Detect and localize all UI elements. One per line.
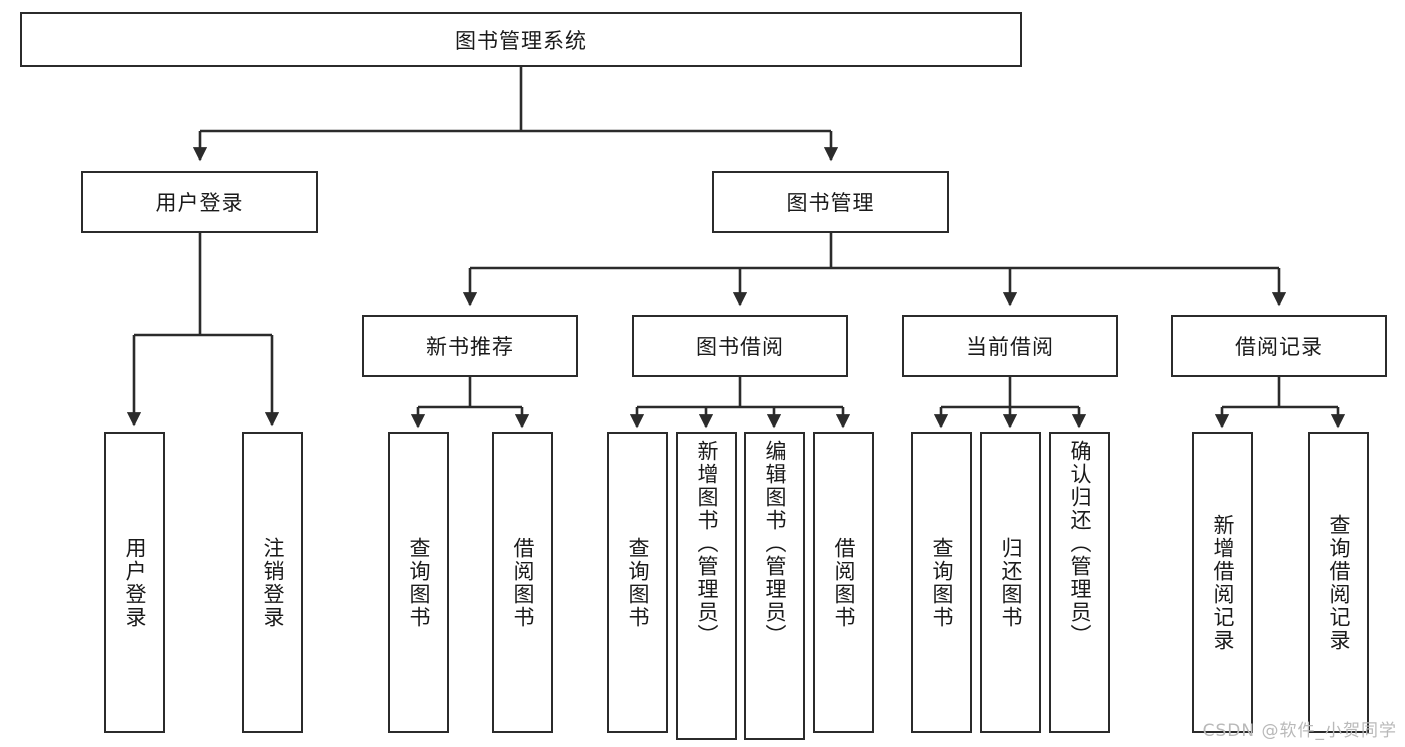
leaf-user-login[interactable]: 用户登录 bbox=[104, 432, 165, 733]
node-borrow-record[interactable]: 借阅记录 bbox=[1171, 315, 1387, 377]
leaf-confirm-return-admin[interactable]: 确认归还（管理员） bbox=[1049, 432, 1110, 733]
node-label: 借阅图书 bbox=[510, 536, 535, 629]
node-label: 当前借阅 bbox=[966, 335, 1054, 359]
node-label: 图书管理系统 bbox=[455, 28, 587, 53]
node-book-management[interactable]: 图书管理 bbox=[712, 171, 949, 233]
leaf-query-borrow-record[interactable]: 查询借阅记录 bbox=[1308, 432, 1369, 733]
node-label: 新书推荐 bbox=[426, 335, 514, 359]
node-label: 查询图书 bbox=[929, 536, 954, 629]
node-current-borrow[interactable]: 当前借阅 bbox=[902, 315, 1118, 377]
node-label: 查询图书 bbox=[406, 536, 431, 629]
node-label: 图书借阅 bbox=[696, 335, 784, 359]
leaf-logout-login[interactable]: 注销登录 bbox=[242, 432, 303, 733]
leaf-return-book[interactable]: 归还图书 bbox=[980, 432, 1041, 733]
node-label: 确认归还（管理员） bbox=[1067, 440, 1092, 647]
node-label: 用户登录 bbox=[155, 191, 244, 215]
node-label: 借阅图书 bbox=[831, 536, 856, 629]
leaf-borrow-book[interactable]: 借阅图书 bbox=[813, 432, 874, 733]
node-root-system[interactable]: 图书管理系统 bbox=[20, 12, 1022, 67]
node-label: 查询借阅记录 bbox=[1326, 513, 1351, 652]
node-new-book-recommend[interactable]: 新书推荐 bbox=[362, 315, 578, 377]
node-label: 编辑图书（管理员） bbox=[762, 440, 787, 647]
node-user-login[interactable]: 用户登录 bbox=[81, 171, 318, 233]
node-label: 归还图书 bbox=[998, 536, 1023, 629]
leaf-query-book-borrow[interactable]: 查询图书 bbox=[607, 432, 668, 733]
node-label: 查询图书 bbox=[625, 536, 650, 629]
node-label: 图书管理 bbox=[786, 191, 875, 215]
leaf-query-book-current[interactable]: 查询图书 bbox=[911, 432, 972, 733]
node-label: 注销登录 bbox=[260, 536, 285, 629]
leaf-query-book-recommend[interactable]: 查询图书 bbox=[388, 432, 449, 733]
watermark-text: CSDN @软件_小贺同学 bbox=[1202, 721, 1397, 741]
node-label: 新增借阅记录 bbox=[1210, 513, 1235, 652]
leaf-borrow-book-recommend[interactable]: 借阅图书 bbox=[492, 432, 553, 733]
node-label: 新增图书（管理员） bbox=[694, 440, 719, 647]
leaf-add-borrow-record[interactable]: 新增借阅记录 bbox=[1192, 432, 1253, 733]
leaf-edit-book-admin[interactable]: 编辑图书（管理员） bbox=[744, 432, 805, 740]
node-book-borrow[interactable]: 图书借阅 bbox=[632, 315, 848, 377]
leaf-add-book-admin[interactable]: 新增图书（管理员） bbox=[676, 432, 737, 740]
node-label: 用户登录 bbox=[122, 536, 147, 629]
node-label: 借阅记录 bbox=[1235, 335, 1323, 359]
